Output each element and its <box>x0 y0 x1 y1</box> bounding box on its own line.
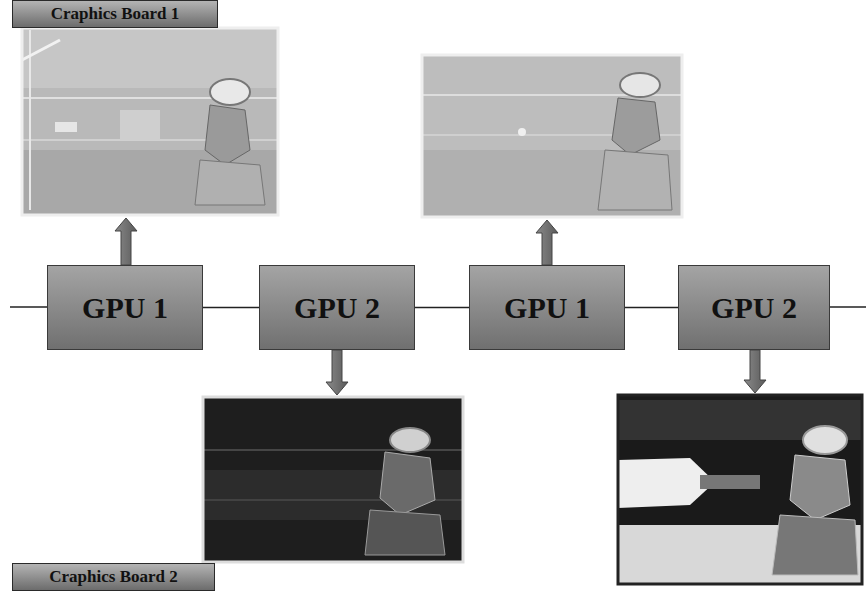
gpu-box: GPU 1 <box>47 265 203 350</box>
bus-line <box>625 307 678 309</box>
board-label: Craphics Board 2 <box>12 563 215 591</box>
gpu-name: GPU 1 <box>504 291 590 325</box>
bus-line-stub <box>10 306 47 308</box>
rendered-frame <box>618 395 862 584</box>
gpu-box: GPU 2 <box>678 265 830 350</box>
gpu-name: GPU 2 <box>711 291 797 325</box>
output-arrow <box>744 350 766 393</box>
gpu-box: GPU 2 <box>259 265 415 350</box>
rendered-frame <box>22 28 278 215</box>
output-arrow <box>536 220 558 265</box>
rendered-frame <box>422 55 682 217</box>
board-name: Craphics Board 1 <box>51 4 179 24</box>
gpu-name: GPU 1 <box>82 291 168 325</box>
board-name: Craphics Board 2 <box>49 567 177 587</box>
bus-line <box>415 307 469 309</box>
board-label: Craphics Board 1 <box>12 0 218 28</box>
gpu-box: GPU 1 <box>469 265 625 350</box>
output-arrow <box>326 350 348 395</box>
bus-line-stub <box>830 306 866 308</box>
output-arrow <box>115 218 137 265</box>
bus-line <box>203 307 259 309</box>
gpu-name: GPU 2 <box>294 291 380 325</box>
rendered-frame <box>203 397 463 562</box>
